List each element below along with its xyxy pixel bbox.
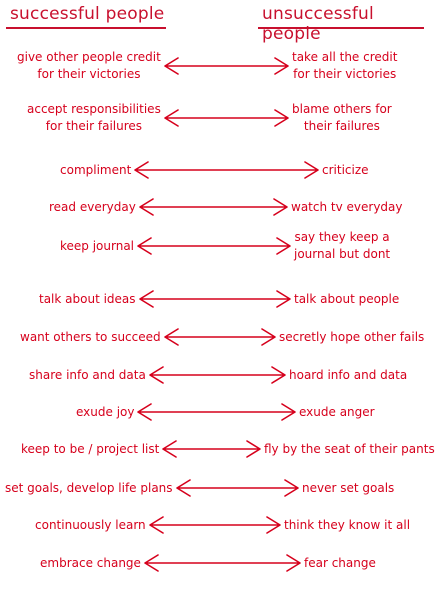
left-text-9: keep to be / project list [21,441,160,456]
right-text-0: take all the credit for their victories [292,50,398,81]
left-text-5: talk about ideas [39,291,136,306]
left-text-8: exude joy [76,404,135,419]
left-text-7: share info and data [29,367,146,382]
right-text-5: talk about people [294,291,400,306]
left-text-3: read everyday [49,199,136,214]
header-unsuccessful-underline [258,27,424,29]
right-text-7: hoard info and data [289,367,408,382]
right-text-2: criticize [322,162,369,177]
left-text-10: set goals, develop life plans [5,480,173,495]
right-text-4: say they keep a journal but dont [294,230,391,261]
left-text-2: compliment [60,162,132,177]
header-unsuccessful: unsuccessful people [262,4,374,44]
right-text-6: secretly hope other fails [279,329,425,344]
right-text-1: blame others for their failures [292,102,392,133]
left-text-1: accept responsibilities for their failur… [27,102,161,133]
header-successful: successful people [10,4,165,24]
right-text-3: watch tv everyday [291,199,403,214]
header-successful-underline [6,27,166,29]
right-text-9: fly by the seat of their pants [264,441,435,456]
left-text-4: keep journal [60,238,135,253]
left-text-6: want others to succeed [20,329,161,344]
right-text-8: exude anger [299,404,375,419]
right-text-10: never set goals [302,480,395,495]
left-text-12: embrace change [40,555,141,570]
right-text-12: fear change [304,555,376,570]
left-text-11: continuously learn [35,517,146,532]
right-text-11: think they know it all [284,517,411,532]
left-text-0: give other people credit for their victo… [17,50,161,81]
